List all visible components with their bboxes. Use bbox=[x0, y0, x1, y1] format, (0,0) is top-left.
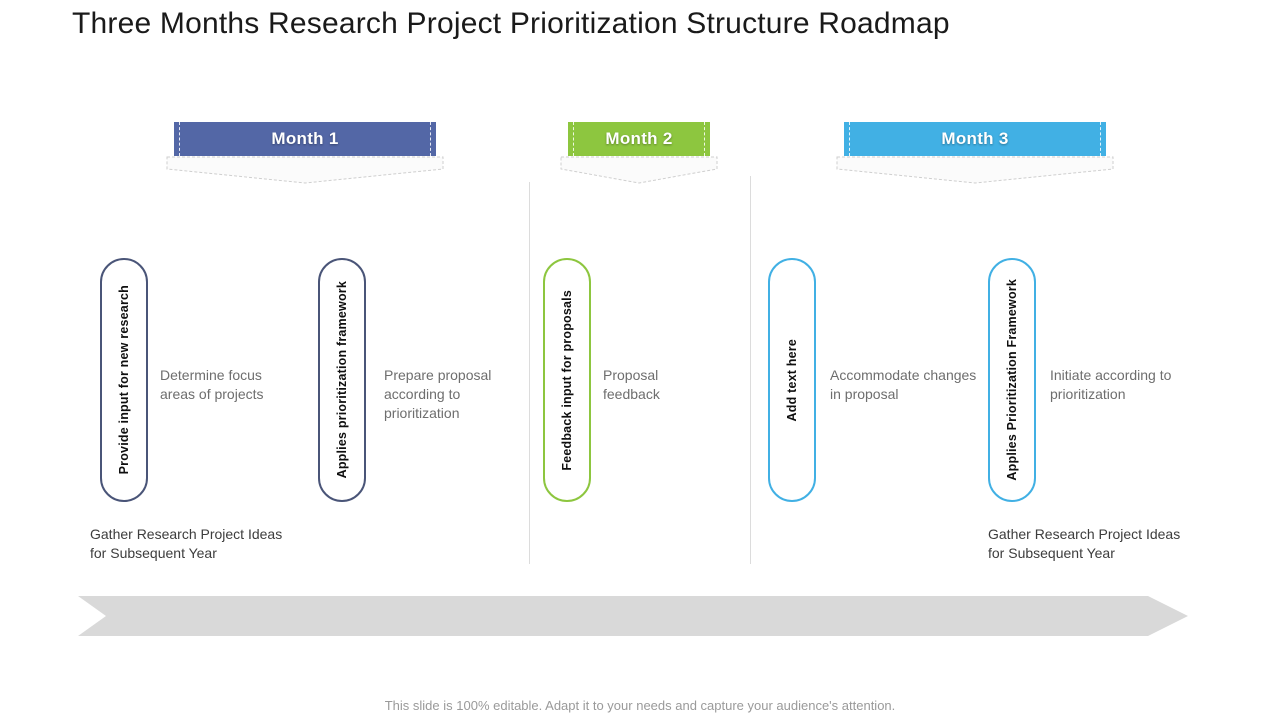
month-banner-1[interactable]: Month 1 bbox=[166, 122, 444, 184]
month-banner-3[interactable]: Month 3 bbox=[836, 122, 1114, 184]
step-pill-label: Applies Prioritization Framework bbox=[1005, 279, 1019, 481]
step-pill-1[interactable]: Provide input for new research bbox=[100, 258, 148, 502]
footer-note: This slide is 100% editable. Adapt it to… bbox=[384, 698, 896, 713]
step-body-text-2: Prepare proposal according to prioritiza… bbox=[384, 367, 492, 421]
column-divider-2 bbox=[750, 176, 751, 564]
month-banner-bar: Month 3 bbox=[844, 122, 1106, 156]
month-banner-2[interactable]: Month 2 bbox=[560, 122, 718, 184]
column-divider-1 bbox=[529, 182, 530, 564]
timeline-arrow bbox=[78, 592, 1188, 640]
step-body-text-4: Accommodate changes in proposal bbox=[830, 367, 977, 402]
month-banner-tail bbox=[166, 156, 444, 184]
step-pill-4[interactable]: Add text here bbox=[768, 258, 816, 502]
step-pill-5[interactable]: Applies Prioritization Framework bbox=[988, 258, 1036, 502]
step-pill-2[interactable]: Applies prioritization framework bbox=[318, 258, 366, 502]
month-banner-tail bbox=[836, 156, 1114, 184]
page-title: Three Months Research Project Prioritiza… bbox=[72, 7, 950, 40]
step-pill-label: Provide input for new research bbox=[117, 285, 131, 475]
step-body-text-5: Initiate according to prioritization bbox=[1050, 367, 1172, 402]
column-caption-left: Gather Research Project Ideas for Subseq… bbox=[90, 526, 283, 561]
month-banner-bar: Month 1 bbox=[174, 122, 436, 156]
step-pill-label: Applies prioritization framework bbox=[335, 281, 349, 479]
step-pill-label: Feedback input for proposals bbox=[560, 289, 574, 471]
month-banner-tail bbox=[560, 156, 718, 184]
month-banner-label: Month 3 bbox=[941, 129, 1009, 148]
month-banner-bar: Month 2 bbox=[568, 122, 710, 156]
step-pill-3[interactable]: Feedback input for proposals bbox=[543, 258, 591, 502]
step-pill-label: Add text here bbox=[785, 338, 799, 422]
step-body-text-3: Proposal feedback bbox=[603, 367, 660, 402]
month-banner-label: Month 2 bbox=[605, 129, 673, 148]
column-caption-right: Gather Research Project Ideas for Subseq… bbox=[988, 526, 1181, 561]
step-body-text-1: Determine focus areas of projects bbox=[160, 367, 264, 402]
month-banner-label: Month 1 bbox=[271, 129, 339, 148]
